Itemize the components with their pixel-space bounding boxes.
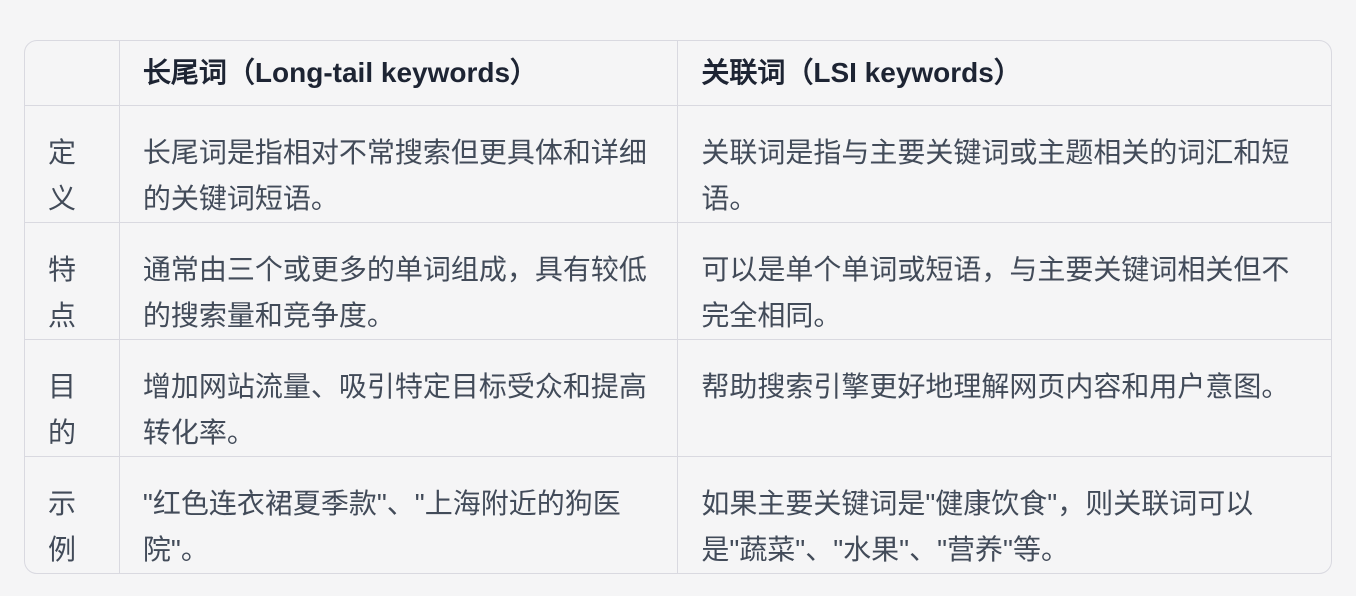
cell-purpose-lsi: 帮助搜索引擎更好地理解网页内容和用户意图。 [677, 339, 1331, 456]
cell-example-longtail: "红色连衣裙夏季款"、"上海附近的狗医院"。 [118, 456, 678, 573]
table-row-example: 示例 "红色连衣裙夏季款"、"上海附近的狗医院"。 如果主要关键词是"健康饮食"… [25, 456, 1331, 573]
row-label-purpose: 目的 [25, 339, 119, 456]
cell-characteristics-longtail: 通常由三个或更多的单词组成，具有较低的搜索量和竞争度。 [118, 222, 678, 339]
column-header-lsi: 关联词（LSI keywords） [677, 41, 1331, 105]
cell-characteristics-lsi: 可以是单个单词或短语，与主要关键词相关但不完全相同。 [677, 222, 1331, 339]
header-corner-cell [25, 41, 119, 105]
keyword-comparison-table: 长尾词（Long-tail keywords） 关联词（LSI keywords… [24, 40, 1332, 574]
comparison-table-container: 长尾词（Long-tail keywords） 关联词（LSI keywords… [24, 40, 1332, 574]
table-row-definition: 定义 长尾词是指相对不常搜索但更具体和详细的关键词短语。 关联词是指与主要关键词… [25, 105, 1331, 222]
cell-example-lsi: 如果主要关键词是"健康饮食"，则关联词可以是"蔬菜"、"水果"、"营养"等。 [677, 456, 1331, 573]
table-row-characteristics: 特点 通常由三个或更多的单词组成，具有较低的搜索量和竞争度。 可以是单个单词或短… [25, 222, 1331, 339]
row-label-characteristics: 特点 [25, 222, 119, 339]
row-label-definition: 定义 [25, 105, 119, 222]
row-label-example: 示例 [25, 456, 119, 573]
cell-purpose-longtail: 增加网站流量、吸引特定目标受众和提高转化率。 [118, 339, 678, 456]
cell-definition-lsi: 关联词是指与主要关键词或主题相关的词汇和短语。 [677, 105, 1331, 222]
cell-definition-longtail: 长尾词是指相对不常搜索但更具体和详细的关键词短语。 [118, 105, 678, 222]
table-row-purpose: 目的 增加网站流量、吸引特定目标受众和提高转化率。 帮助搜索引擎更好地理解网页内… [25, 339, 1331, 456]
header-row: 长尾词（Long-tail keywords） 关联词（LSI keywords… [25, 41, 1331, 105]
column-header-longtail: 长尾词（Long-tail keywords） [118, 41, 677, 105]
